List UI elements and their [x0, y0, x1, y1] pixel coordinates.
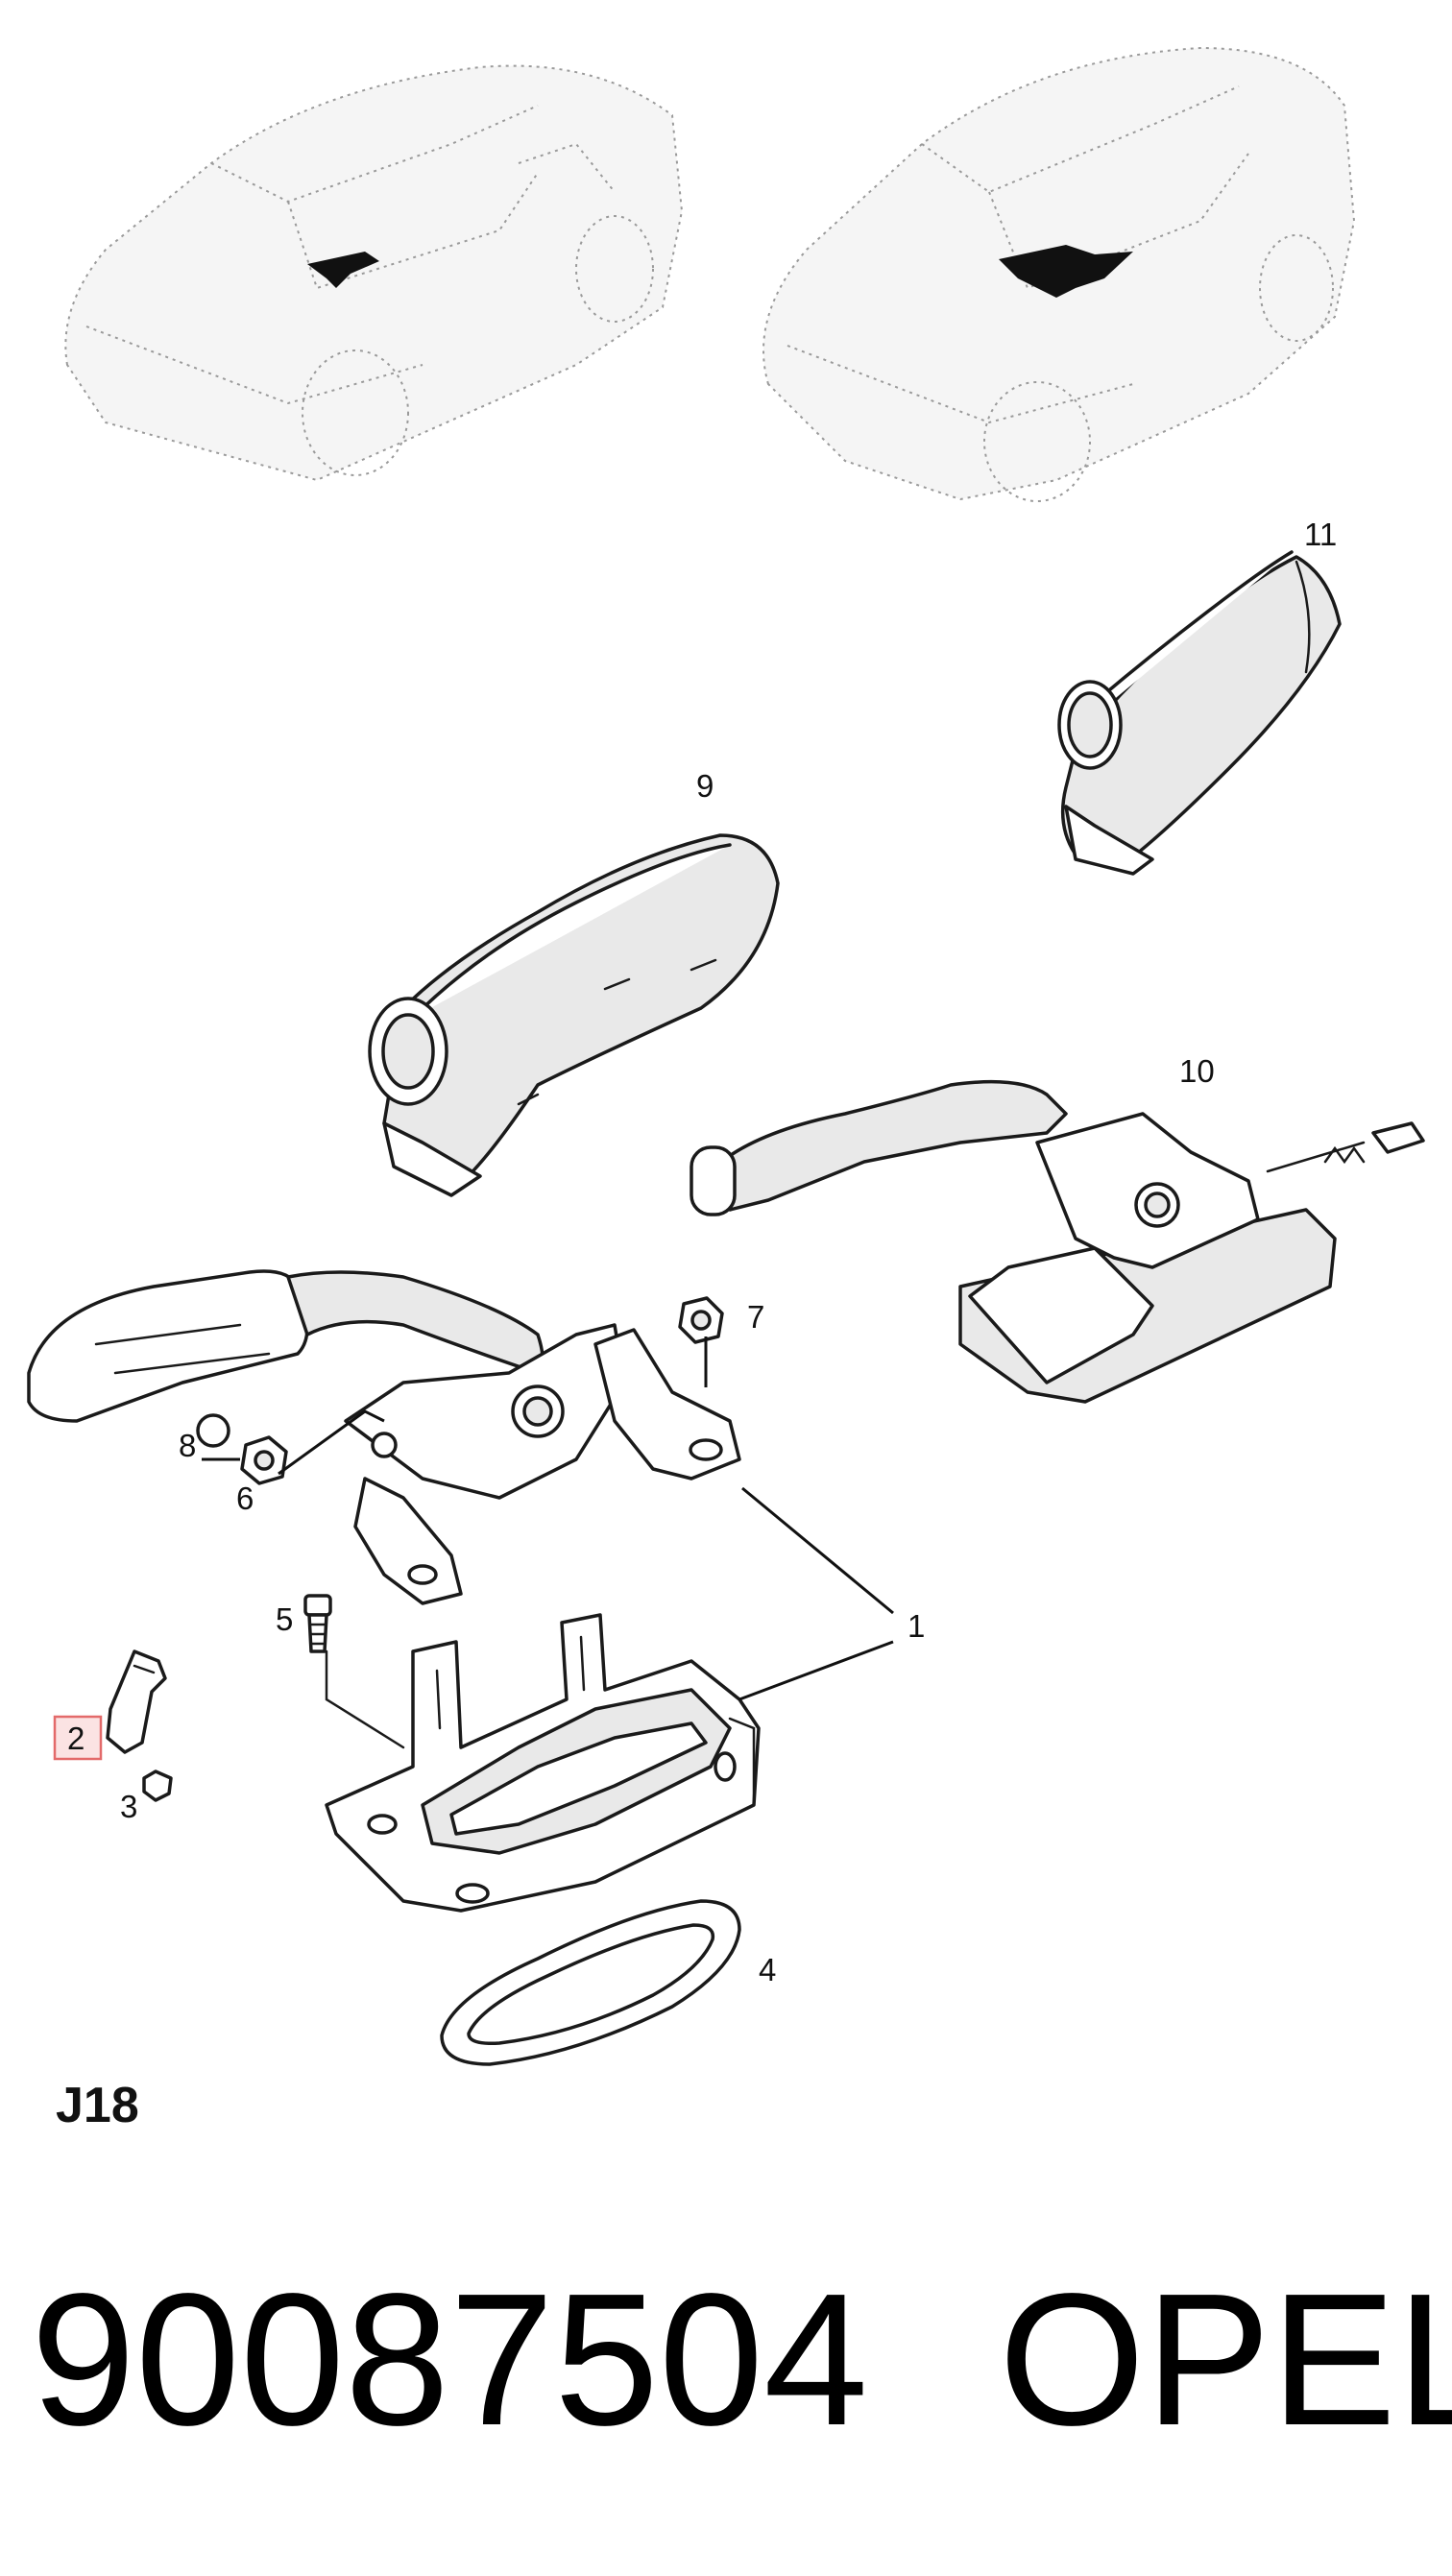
lever-cover-part-9: [368, 833, 780, 1197]
callout-8: 8: [179, 1428, 196, 1463]
callout-4: 4: [759, 1952, 776, 1987]
switch-part-2: [106, 1649, 167, 1754]
base-bracket-part-1: [325, 1613, 761, 1913]
callout-7: 7: [747, 1299, 764, 1335]
section-code: J18: [56, 2078, 139, 2133]
part-number: 90087504: [31, 2254, 868, 2465]
leader-lines: [202, 1336, 894, 1749]
location-marker-icon: [999, 245, 1133, 298]
highlight-box: [55, 1717, 101, 1759]
grip-cover-part-11: [1057, 550, 1342, 876]
nut-part-6: [240, 1435, 288, 1485]
nut-part-7: [678, 1296, 724, 1344]
callout-9: 9: [696, 768, 714, 804]
vehicle-locator-right: [762, 46, 1356, 502]
callout-10: 10: [1179, 1053, 1215, 1089]
bolt-part-5: [303, 1594, 332, 1653]
callout-2: 2: [67, 1721, 85, 1756]
highlight-frame: [53, 1715, 103, 1761]
plug-part-8: [196, 1413, 230, 1448]
callout-6: 6: [236, 1481, 254, 1516]
brand-name: OPEL: [999, 2254, 1452, 2465]
screw-part-3: [142, 1769, 173, 1802]
gasket-part-4: [440, 1899, 741, 2066]
handbrake-assembly-part-10: [690, 1079, 1425, 1404]
callout-1: 1: [908, 1608, 925, 1644]
lever-assembly-part-1: [27, 1269, 741, 1605]
location-marker-icon: [307, 252, 379, 288]
callout-3: 3: [120, 1789, 137, 1824]
vehicle-locator-left: [64, 64, 684, 482]
callout-11: 11: [1304, 517, 1337, 552]
callout-5: 5: [276, 1601, 293, 1637]
